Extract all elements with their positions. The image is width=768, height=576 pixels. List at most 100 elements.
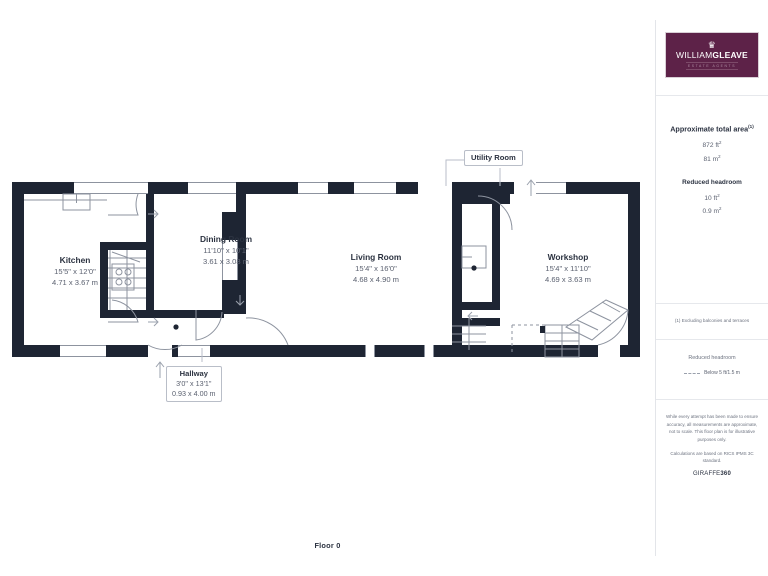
floor-caption: Floor 0 — [314, 541, 341, 550]
legend-block: Reduced headroom Below 5 ft/1.5 m — [656, 340, 768, 376]
window-living-north-2 — [354, 182, 396, 194]
door-opening-workshop-south — [598, 345, 620, 357]
crown-icon: ♛ — [707, 39, 717, 50]
wall-top-seg-workshop — [566, 182, 640, 194]
wall-utility-lower — [452, 310, 462, 350]
area-metric-value: 81 m — [703, 155, 719, 163]
reduced-headroom-metric-sup: 2 — [719, 205, 722, 211]
footnote-text: (1) Excluding balconies and terraces — [674, 318, 750, 324]
wall-utility-top — [452, 182, 510, 204]
disclaimer-block: While every attempt has been made to ens… — [656, 400, 768, 477]
stairs-workshop — [544, 324, 580, 358]
disclaimer-standard: Calculations are based on RICS IPMS 3C s… — [670, 450, 754, 464]
wall-top-seg-living — [328, 182, 354, 194]
wall-utility-bottom — [452, 302, 500, 310]
room-dim-imperial-living-room: 15'4" x 16'0" — [355, 264, 397, 273]
provider-name-light: GIRAFFE — [692, 470, 721, 477]
window-kitchen-south — [60, 345, 106, 357]
room-dim-metric-kitchen: 4.71 x 3.67 m — [51, 278, 98, 287]
room-dim-imperial-kitchen: 15'5" x 12'0" — [54, 267, 96, 276]
door-living-swing — [245, 317, 289, 346]
info-sidebar: ♛ WILLIAMGLEAVE ESTATE AGENTS Approximat… — [655, 20, 768, 556]
reduced-headroom-imperial: 10 ft2 — [664, 191, 760, 204]
area-title-footnote-ref: (1) — [748, 124, 754, 129]
wall-top-1 — [12, 182, 74, 194]
provider-name-bold: 360 — [720, 470, 732, 477]
reduced-headroom-imperial-sup: 2 — [717, 192, 720, 198]
room-label-utility-room: Utility Room — [464, 150, 523, 166]
area-imperial: 872 ft2 — [664, 138, 760, 151]
ceiling-point-dining — [173, 324, 179, 330]
door-dining-swing — [195, 310, 223, 341]
reduced-headroom-marker — [511, 324, 550, 352]
wall-top-seg-mid — [236, 182, 298, 194]
wall-stair-right — [146, 194, 154, 318]
sidebar-divider-2 — [656, 303, 768, 305]
wall-dining-fireplace-left — [222, 212, 238, 240]
door-workshop-swing — [597, 309, 629, 346]
area-metric-unit-sup: 2 — [718, 153, 721, 159]
disclaimer-accuracy: While every attempt has been made to ens… — [665, 414, 759, 442]
wall-bottom-2 — [106, 345, 148, 357]
dashed-line-icon — [684, 372, 701, 374]
wall-top-seg-dining-left — [148, 182, 188, 194]
area-summary: Approximate total area(1) 872 ft2 81 m2 … — [656, 96, 768, 217]
room-label-kitchen: Kitchen 15'5" x 12'0" 4.71 x 3.67 m — [20, 255, 130, 288]
kitchen-hob-icon — [111, 263, 135, 291]
stairs-utility — [452, 318, 486, 350]
door-kitchen-swing — [108, 193, 139, 216]
room-name-living-room: Living Room — [350, 252, 402, 262]
room-name-hallway: Hallway — [179, 369, 208, 378]
room-dim-imperial-workshop: 15'4" x 11'10" — [545, 264, 591, 273]
brand-name: WILLIAMGLEAVE — [676, 49, 748, 60]
room-label-workshop: Workshop 15'4" x 11'10" 4.69 x 3.63 m — [512, 252, 624, 285]
sidebar-divider-3 — [656, 339, 768, 341]
wall-bottom-1 — [12, 345, 60, 357]
room-label-dining-room: Dining Room 11'10" x 10'1" 3.61 x 3.08 m — [170, 234, 282, 267]
area-metric: 81 m2 — [664, 152, 760, 165]
window-living-north-1 — [298, 182, 328, 194]
legend-row: Below 5 ft/1.5 m — [664, 370, 760, 376]
room-dim-metric-workshop: 4.69 x 3.63 m — [544, 275, 591, 284]
wall-partition-dining-living — [236, 194, 246, 314]
wall-bottom-4 — [210, 345, 365, 357]
door-utility-swing — [477, 195, 513, 231]
stairs-main — [108, 250, 146, 310]
room-dim-imperial-dining-room: 11'10" x 10'1" — [203, 246, 249, 255]
sidebar-divider-4 — [656, 399, 768, 401]
plan-details-overlay — [24, 159, 629, 378]
workshop-angled-stair — [565, 299, 629, 341]
wall-dining-south-stub — [154, 310, 224, 318]
room-name-dining-room: Dining Room — [199, 234, 253, 244]
room-name-workshop: Workshop — [547, 252, 589, 262]
floor-plan-canvas: Kitchen 15'5" x 12'0" 4.71 x 3.67 m Dini… — [12, 150, 640, 550]
wall-partition-living-utility — [452, 194, 462, 350]
sidebar-divider-1 — [656, 95, 768, 96]
reduced-headroom-imperial-value: 10 ft — [704, 194, 718, 202]
wall-stair-box-bottom — [100, 310, 154, 318]
reduced-headroom-metric-value: 0.9 m — [702, 208, 720, 216]
wall-utility-stairbox — [452, 318, 500, 326]
room-dim-metric-hallway: 0.93 x 4.00 m — [172, 389, 216, 398]
window-workshop-north — [536, 182, 566, 194]
wall-bottom-5 — [375, 345, 424, 357]
room-dim-metric-dining-room: 3.61 x 3.08 m — [202, 257, 249, 266]
footnote-block: (1) Excluding balconies and terraces — [656, 304, 768, 325]
legend-title: Reduced headroom — [688, 355, 736, 362]
wall-partition-kitchen-top — [100, 242, 146, 250]
provider-logo: GIRAFFE360 — [664, 471, 760, 477]
reduced-headroom-metric: 0.9 m2 — [664, 204, 760, 217]
wall-right-exterior — [628, 182, 640, 357]
area-title-row: Approximate total area(1) — [664, 122, 760, 134]
reduced-headroom-title: Reduced headroom — [682, 178, 742, 186]
wall-partition-kitchen-hall — [100, 242, 108, 318]
brand-name-bold: GLEAVE — [712, 49, 748, 60]
wall-bottom-3 — [172, 345, 178, 357]
wall-left-exterior — [12, 182, 24, 357]
area-title: Approximate total area — [670, 124, 749, 134]
post-workshop — [540, 326, 545, 333]
room-name-utility-room: Utility Room — [471, 153, 516, 162]
wall-utility-right — [492, 204, 500, 310]
wall-bottom-6 — [434, 345, 598, 357]
